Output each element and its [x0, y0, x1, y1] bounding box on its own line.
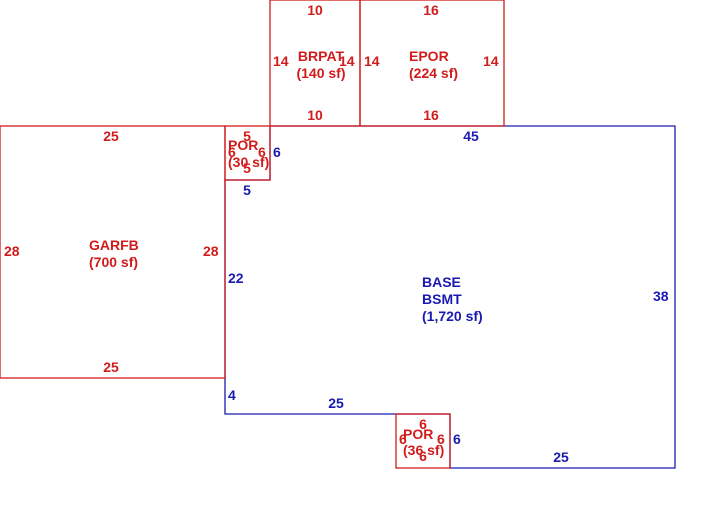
por-top-left-dim: 6: [228, 144, 236, 160]
base-right-dim: 38: [653, 288, 669, 304]
base-step-right-dim: 6: [453, 431, 461, 447]
por-bottom-top-dim: 6: [419, 416, 427, 432]
epor-area: (224 sf): [409, 65, 458, 81]
garfb-area: (700 sf): [89, 254, 138, 270]
epor-top-dim: 16: [423, 2, 439, 18]
por-bottom-bottom-dim: 6: [419, 448, 427, 464]
brpat-top-dim: 10: [307, 2, 323, 18]
base-notch-bottom-dim: 5: [243, 182, 251, 198]
epor-left-dim: 14: [364, 53, 380, 69]
por-top-bottom-dim: 5: [243, 160, 251, 176]
garfb-label: GARFB: [89, 237, 139, 253]
por-bottom-label: POR: [403, 426, 433, 442]
brpat-area: (140 sf): [296, 65, 345, 81]
base-notch-side-dim: 6: [273, 144, 281, 160]
garfb-right-dim: 28: [203, 243, 219, 259]
brpat-right-dim: 14: [339, 53, 355, 69]
por-bottom-area: (36 sf): [403, 442, 444, 458]
epor-bottom-dim: 16: [423, 107, 439, 123]
bsmt-label: BSMT: [422, 291, 462, 307]
garfb-outline: [0, 125, 226, 379]
por-top-label: POR: [228, 137, 258, 153]
epor-outline: [359, 0, 505, 127]
por-bottom-left-dim: 6: [399, 431, 407, 447]
epor-right-dim: 14: [483, 53, 499, 69]
base-top-dim: 45: [463, 128, 479, 144]
por-top-top-dim: 5: [243, 128, 251, 144]
base-left-dim: 22: [228, 270, 244, 286]
por-bottom-right-dim: 6: [437, 431, 445, 447]
base-step-left-dim: 4: [228, 387, 236, 403]
base-bottom-left-dim: 25: [328, 395, 344, 411]
brpat-label: BRPAT: [298, 48, 345, 64]
garfb-top-dim: 25: [103, 128, 119, 144]
garfb-left-dim: 28: [4, 243, 20, 259]
por-bottom-outline: [395, 413, 451, 469]
epor-label: EPOR: [409, 48, 449, 64]
brpat-bottom-dim: 10: [307, 107, 323, 123]
base-bottom-right-dim: 25: [553, 449, 569, 465]
garfb-bottom-dim: 25: [103, 359, 119, 375]
por-top-area: (30 sf): [228, 154, 269, 170]
base-label: BASE: [422, 274, 461, 290]
base-area: (1,720 sf): [422, 308, 483, 324]
por-top-right-dim: 6: [258, 144, 266, 160]
brpat-left-dim: 14: [273, 53, 289, 69]
